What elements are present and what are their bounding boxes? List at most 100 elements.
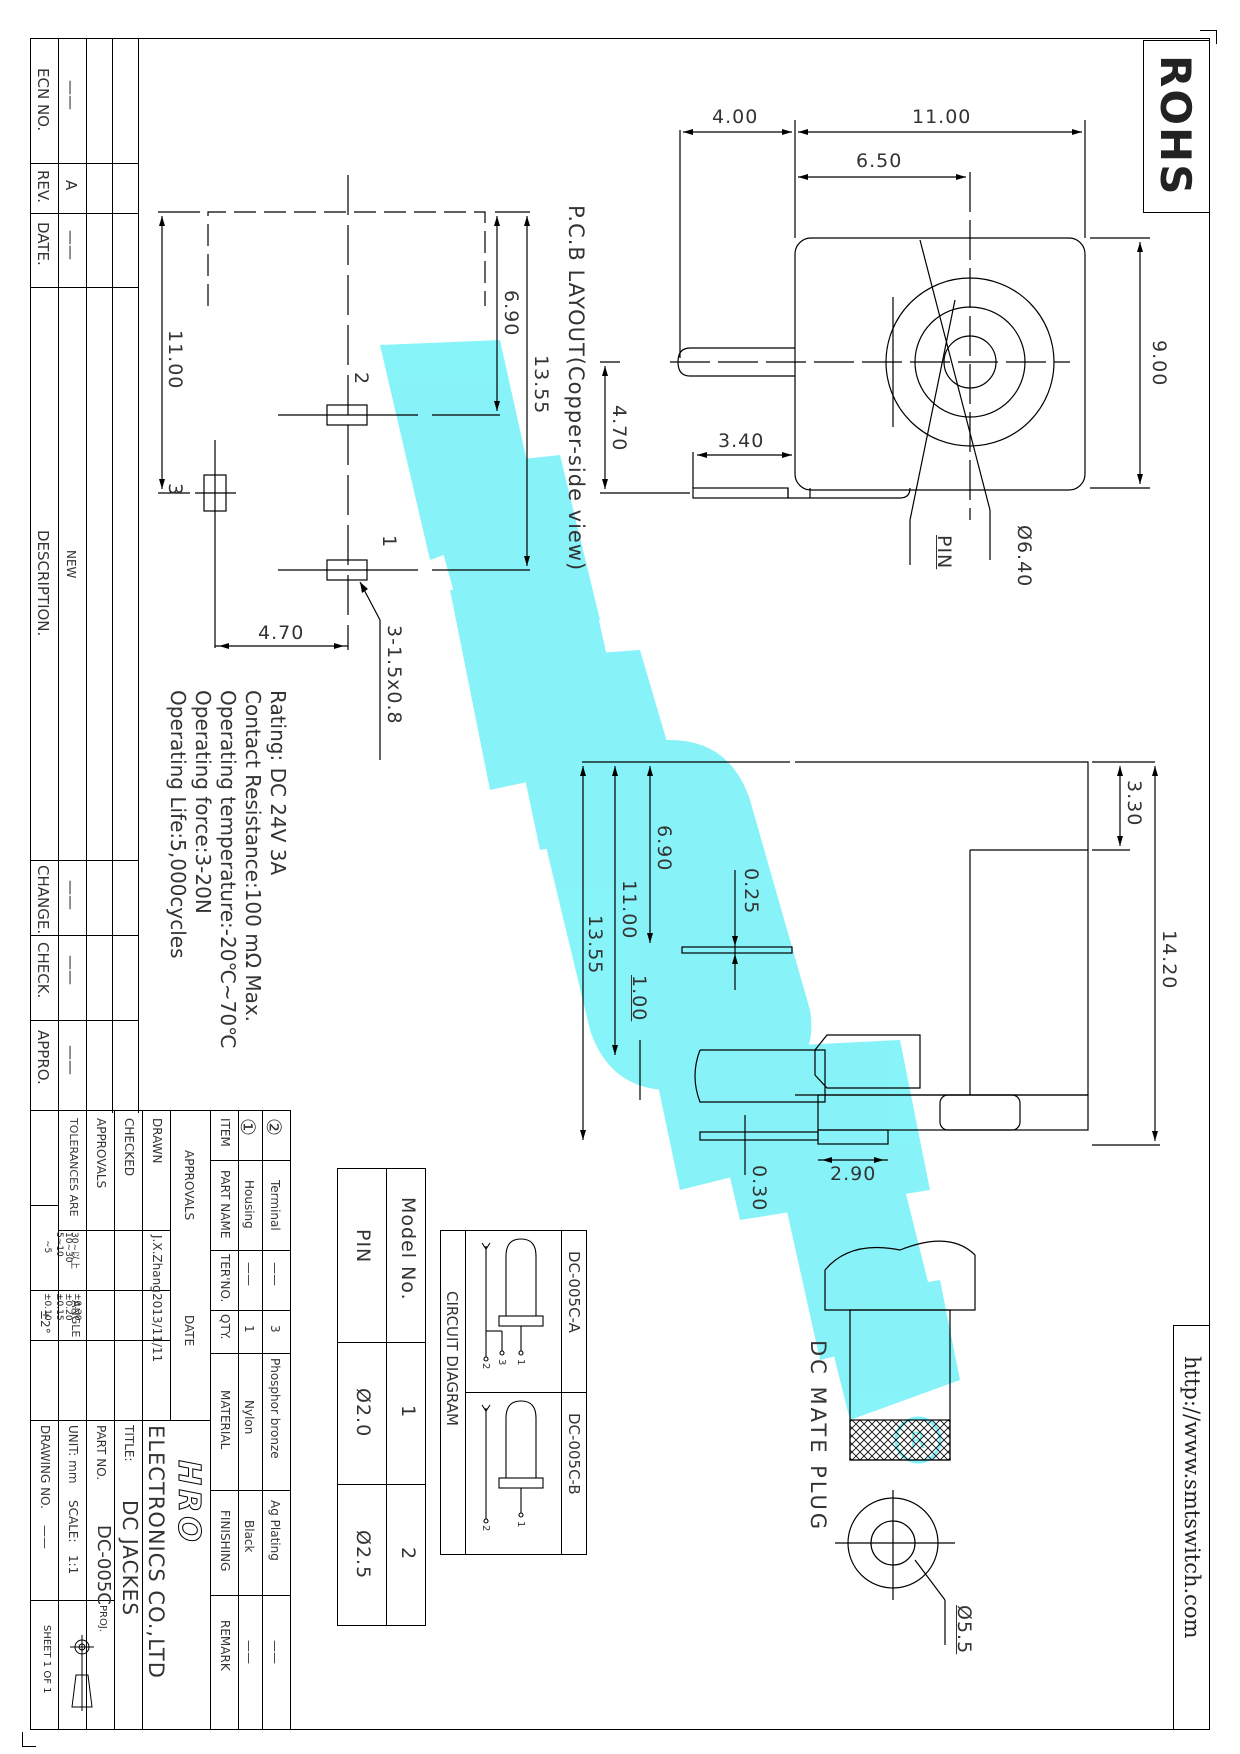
bom-row2-finishing: Ag Plating <box>268 1500 282 1561</box>
rev-appro-value: —— <box>62 1045 80 1075</box>
rev-rev-value: A <box>62 180 80 191</box>
angle-label: ANGLE <box>69 1300 82 1338</box>
spec-rating: Rating: DC 24V 3A <box>266 690 290 876</box>
drawn-by: J.X.Zhang <box>150 1235 164 1293</box>
tol-range-1: 10~30 <box>63 1232 73 1263</box>
tb-h-scale <box>30 1600 114 1601</box>
rev-row-line-5 <box>30 935 138 936</box>
tb-v5 <box>170 1110 171 1420</box>
rev-divider-3 <box>112 38 113 1113</box>
dim-front-6-50: 6.50 <box>856 150 903 172</box>
drawn-date: 2013/11/11 <box>150 1293 164 1363</box>
bom-divider-header <box>210 1110 211 1730</box>
pin-table-header-label: Model No. <box>386 1168 426 1343</box>
circuit-b-diagram-cell: 1 2 <box>465 1392 562 1555</box>
angle-value: ±2° <box>38 1310 52 1334</box>
dim-pcb-13-55: 13.55 <box>530 355 552 415</box>
bom-col-2 <box>210 1250 290 1251</box>
bom-row2-material: Phosphor bronze <box>268 1358 282 1459</box>
title-value: DC JACKES <box>118 1500 142 1617</box>
spec-force: Operating force:3-20N <box>191 690 215 914</box>
pin-table-cell-1-value: Ø2.0 <box>337 1342 387 1485</box>
pcb-pin-2-label: 2 <box>350 372 372 386</box>
bom-col-5 <box>210 1490 290 1491</box>
drawing-no-label: DRAWING NO. <box>38 1425 52 1509</box>
dim-front-11-00: 11.00 <box>912 106 972 128</box>
ecn-header: ECN NO. <box>34 68 52 132</box>
tolerances-label: TOLERANCES ARE <box>67 1118 80 1217</box>
rev-row-line-3 <box>30 287 138 288</box>
rev-description-value: NEW <box>64 550 78 579</box>
tol-range-3: ~5 <box>42 1240 52 1254</box>
rev-date-value: —— <box>62 230 80 260</box>
dim-side-11-00: 11.00 <box>618 880 640 940</box>
scale-label: SCALE: <box>66 1500 80 1543</box>
circuit-title-cell: CIRCUIT DIAGRAM <box>440 1230 466 1555</box>
company-logo: HRO <box>171 1460 207 1547</box>
description-header: DESCRIPTION. <box>34 530 52 637</box>
bom-row2-qty: 3 <box>268 1325 282 1333</box>
pin-table-cell-1-header: 1 <box>386 1342 426 1485</box>
model-no-header: Model No. <box>397 1197 419 1301</box>
rev-divider-1 <box>58 38 59 1113</box>
bom-row1-item: ① <box>236 1118 260 1136</box>
bom-row2-item: ② <box>262 1118 286 1136</box>
tb-h-drawn <box>58 1230 170 1231</box>
date-header: DATE. <box>34 222 52 266</box>
corner-mark-top-v <box>1216 30 1217 44</box>
dim-pcb-6-90: 6.90 <box>500 290 522 337</box>
corner-mark-bottom <box>22 1732 23 1746</box>
circuit-a-diagram-cell: 1 3 2 <box>465 1230 562 1393</box>
bom-row2-ter-no: —— <box>268 1262 282 1286</box>
circuit-title: CIRCUIT DIAGRAM <box>443 1291 461 1426</box>
rev-row-line-2 <box>30 213 138 214</box>
spec-life: Operating Life:5,000cycles <box>166 690 190 959</box>
dim-side-0-25: 0.25 <box>740 868 762 915</box>
corner-mark-top <box>1200 30 1216 31</box>
part-no-value: DC-005C <box>93 1525 114 1605</box>
bom-row1-ter-no: —— <box>242 1262 256 1286</box>
circuit-a-term-3: 3 <box>496 1359 507 1366</box>
rev-header: REV. <box>34 170 52 203</box>
circuit-b-model-cell: DC-005C-B <box>561 1392 587 1555</box>
bom-divider-row1 <box>238 1110 239 1730</box>
check-header: CHECK. <box>34 942 52 999</box>
rev-row-line-7 <box>30 1110 290 1111</box>
circuit-b-symbol <box>481 1400 544 1524</box>
circuit-a-symbol <box>481 1238 544 1362</box>
pin-row-header: PIN <box>352 1229 374 1264</box>
pin-table-cell-2-value: Ø2.5 <box>337 1484 387 1626</box>
projection-symbol-icon <box>70 1635 94 1711</box>
pin-table-cell-2-header: 2 <box>386 1484 426 1626</box>
dim-side-13-55: 13.55 <box>584 915 606 975</box>
circuit-a-term-1: 1 <box>515 1359 526 1366</box>
circuit-b-term-2: 2 <box>480 1525 491 1532</box>
bom-col-1 <box>210 1160 290 1161</box>
dim-front-3-40: 3.40 <box>718 430 765 452</box>
spec-temperature: Operating temperature:-20℃~70℃ <box>216 690 240 1049</box>
title-label: TITLE: <box>122 1425 136 1462</box>
bom-divider-row2 <box>262 1110 263 1730</box>
front-pin-label: PIN <box>933 535 955 570</box>
approvals-label: APPROVALS <box>94 1118 108 1189</box>
bom-row1-remark: —— <box>242 1640 256 1664</box>
pin-table-row-label: PIN <box>337 1168 387 1343</box>
unit-label: UNIT: mm <box>66 1425 80 1484</box>
pin-2-diameter: Ø2.5 <box>352 1530 374 1580</box>
spec-contact-resistance: Contact Resistance:100 mΩ Max. <box>241 690 265 1023</box>
rev-row-line-6 <box>30 1020 138 1021</box>
part-no-label: PART NO. <box>94 1425 108 1481</box>
bom-row2-part-name: Terminal <box>268 1180 282 1231</box>
bom-header-remark: REMARK <box>218 1620 232 1671</box>
drawing-frame <box>30 38 1210 1730</box>
website-url: http://www.smtswitch.com <box>1180 1356 1204 1639</box>
scale-value: 1:1 <box>66 1555 80 1575</box>
circuit-b-term-1: 1 <box>515 1521 526 1528</box>
pcb-pin-1-label: 1 <box>378 535 400 549</box>
bom-header-finishing: FINISHING <box>218 1510 232 1572</box>
tol-range-2: 5~10 <box>54 1232 64 1257</box>
rev-divider-4 <box>138 38 139 1113</box>
bom-row2-remark: —— <box>268 1640 282 1664</box>
change-header: CHANGE. <box>34 865 52 935</box>
bom-header-item: ITEM <box>218 1118 232 1147</box>
